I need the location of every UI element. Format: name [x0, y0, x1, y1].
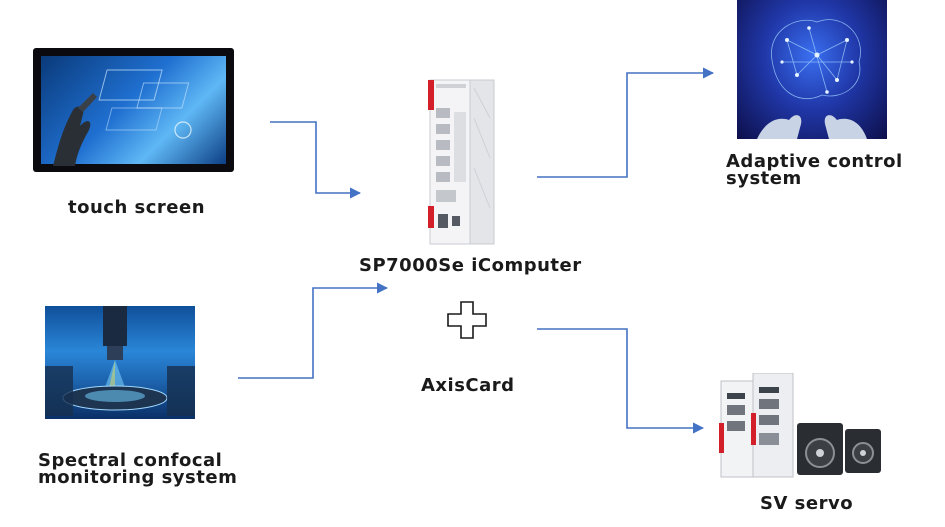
arrow-axiscard-to-servo: [537, 328, 705, 434]
servo-label: SV servo: [760, 493, 854, 514]
adaptive-label: Adaptive control system: [726, 151, 903, 189]
arrow-touch-to-controller: [270, 121, 362, 199]
servo-image: [717, 373, 887, 483]
touch-screen-label: touch screen: [68, 197, 206, 218]
arrow-controller-to-adaptive: [537, 67, 715, 178]
controller-label: SP7000Se iComputer: [359, 255, 582, 276]
axis-card-label: AxisCard: [421, 375, 515, 396]
spectral-label: Spectral confocal monitoring system: [38, 450, 238, 488]
arrow-spectral-to-controller: [238, 282, 389, 379]
touch-screen-image: [33, 48, 234, 172]
adaptive-control-image: [737, 0, 887, 139]
controller-image: [426, 78, 498, 246]
spectral-image: [45, 306, 195, 419]
plus-icon: [447, 301, 487, 339]
